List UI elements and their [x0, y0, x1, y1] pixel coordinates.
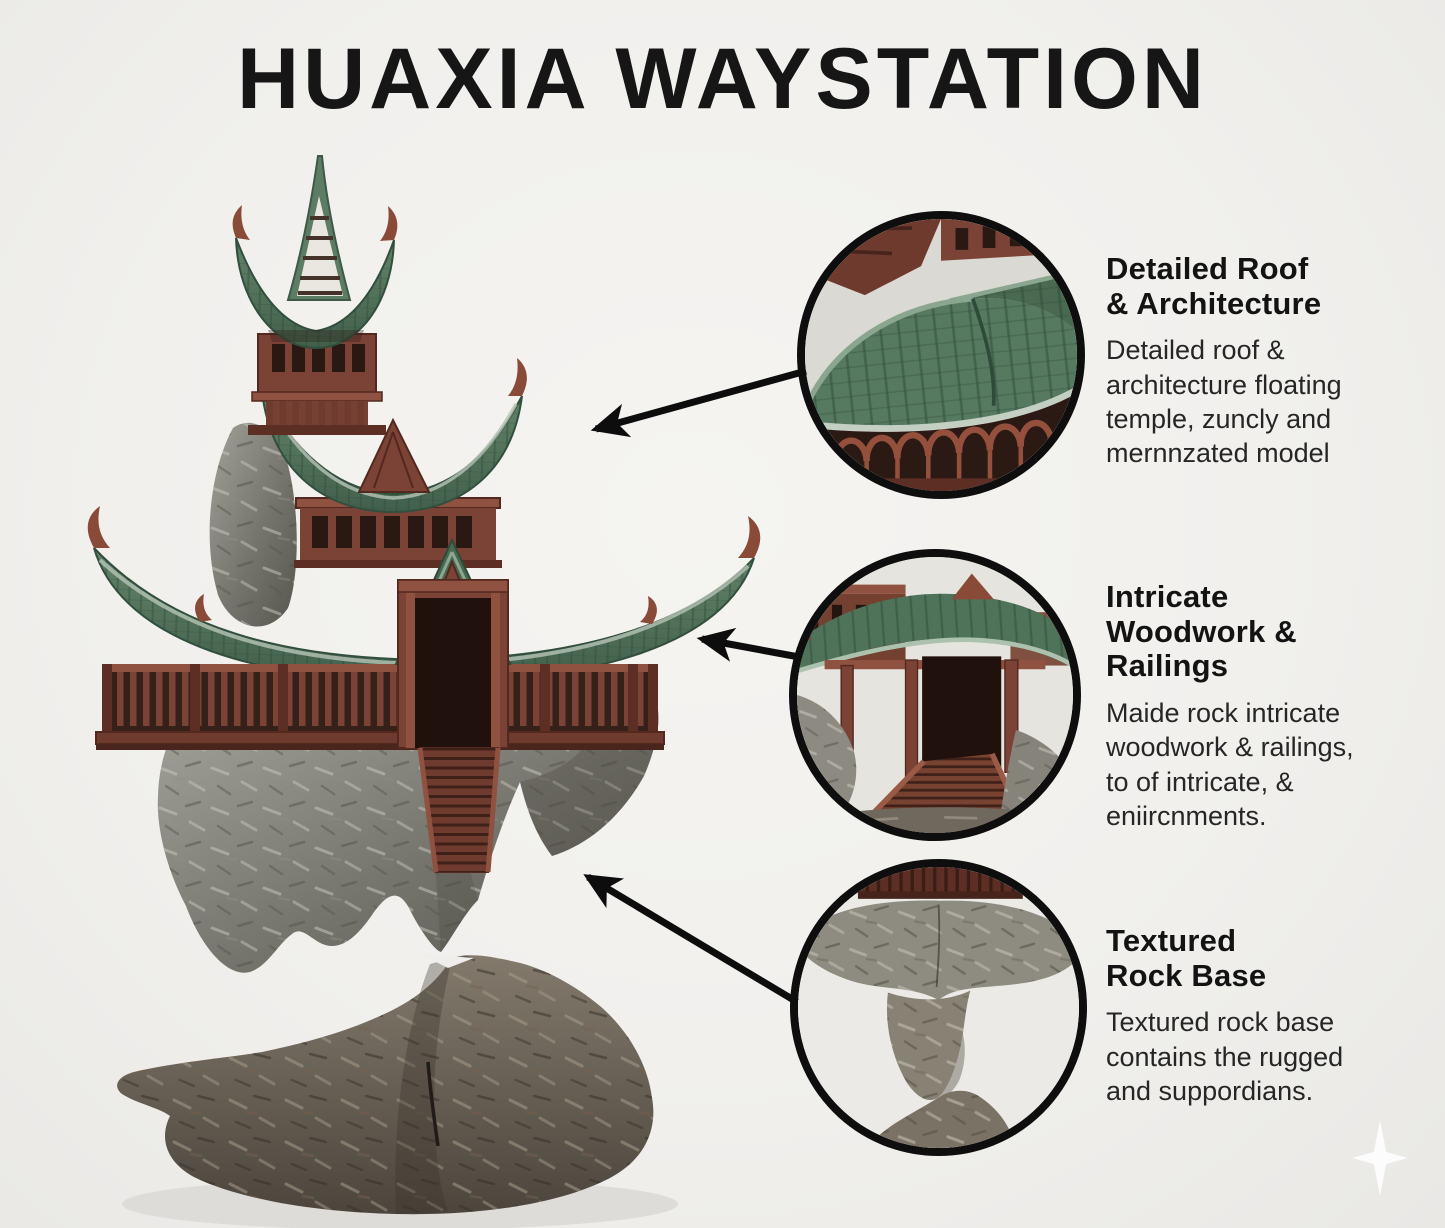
callout-body-rock-base: Textured rock base contains the rugged a…: [1106, 1007, 1344, 1106]
spire: [286, 155, 352, 301]
veranda-railings: [95, 664, 665, 750]
callout-body-roof: Detailed roof & architecture floating te…: [1106, 335, 1342, 469]
rock-base-detail-illustration: [798, 867, 1079, 1148]
wings-roof: [87, 506, 761, 684]
main-hall: [294, 497, 502, 568]
callout-circle-woodwork: [789, 549, 1081, 841]
arrow-woodwork: [696, 627, 800, 662]
roof-detail-illustration: [805, 219, 1077, 491]
page-title: HUAXIA WAYSTATION: [236, 31, 1209, 127]
callout-heading-roof: Detailed Roof & Architecture: [1106, 251, 1322, 321]
sparkle-glint: [1352, 1120, 1408, 1196]
rock-knob-texture: [209, 422, 297, 627]
top-roof: [232, 205, 398, 350]
callout-heading-rock-base: Textured Rock Base: [1106, 923, 1267, 993]
callout-text-roof: Detailed Roof & Architecture Detailed ro…: [1106, 251, 1440, 471]
rock-base-mound: [117, 954, 654, 1215]
middle-roof: [257, 354, 527, 514]
arrow-rock-base: [583, 873, 799, 1006]
entrance: [394, 537, 512, 873]
callout-heading-woodwork: Intricate Woodwork & Railings: [1106, 579, 1297, 684]
callout-text-rock-base: Textured Rock Base Textured rock base co…: [1106, 923, 1440, 1108]
callout-text-woodwork: Intricate Woodwork & Railings Maide rock…: [1106, 579, 1440, 833]
callout-circle-rock-base: [790, 859, 1087, 1156]
callout-circle-roof: [797, 211, 1085, 499]
ground-shadow: [122, 1178, 678, 1228]
arrow-roof: [590, 367, 807, 438]
tower-cabin: [248, 333, 386, 435]
floating-rock: [157, 710, 659, 973]
rock-knob: [209, 422, 297, 627]
callout-body-woodwork: Maide rock intricate woodwork & railings…: [1106, 698, 1354, 831]
woodwork-detail-illustration: [797, 557, 1073, 833]
